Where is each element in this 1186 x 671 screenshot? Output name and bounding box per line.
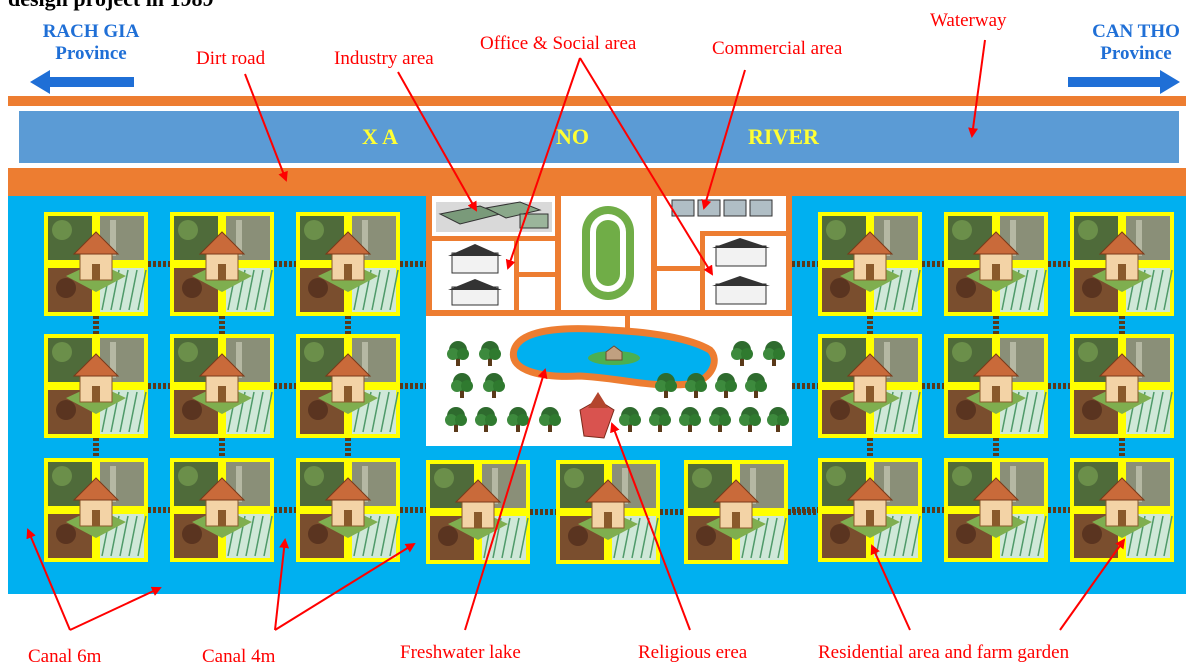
residential-plot (296, 212, 400, 316)
residential-plot (1070, 334, 1174, 438)
residential-plot (1070, 458, 1174, 562)
dirt-road (8, 168, 1186, 196)
residential-plot (556, 460, 660, 564)
residential-plot (170, 212, 274, 316)
residential-plot (296, 334, 400, 438)
freshwater-lake (509, 325, 718, 389)
annotation-arrows (26, 39, 1126, 631)
residential-plot (44, 458, 148, 562)
label-religious-area: Religious erea (638, 642, 748, 663)
office-buildings (448, 244, 502, 306)
residential-plot (44, 334, 148, 438)
label-freshwater-lake: Freshwater lake (400, 642, 521, 663)
headline: design project in 1989 (8, 0, 214, 12)
residential-plot (944, 458, 1048, 562)
label-office-social-area: Office & Social area (480, 33, 637, 54)
residential-plot (296, 458, 400, 562)
canal-bridges (93, 261, 1125, 515)
sports-field (582, 206, 634, 300)
residential-plot (170, 458, 274, 562)
label-waterway: Waterway (930, 10, 1007, 31)
residential-plot (684, 460, 788, 564)
industry-buildings (436, 201, 552, 232)
river-word-river: RIVER (748, 124, 819, 149)
label-commercial-area: Commercial area (712, 38, 843, 59)
left-province-line1: RACH GIA (42, 21, 140, 42)
religious-building (579, 392, 615, 439)
left-direction-arrow (30, 70, 134, 94)
residential-plot (1070, 212, 1174, 316)
right-province-line2: Province (1100, 43, 1172, 64)
label-dirt-road: Dirt road (196, 48, 266, 69)
right-province-label: CAN THO Province (1076, 21, 1186, 65)
river (17, 109, 1181, 165)
top-road (8, 96, 1186, 106)
residential-plot (426, 460, 530, 564)
residential-plot (944, 334, 1048, 438)
residential-plot (818, 458, 922, 562)
residential-plot (818, 334, 922, 438)
right-direction-arrow (1068, 70, 1180, 94)
residential-plots (44, 212, 1174, 564)
left-province-label: RACH GIA Province (36, 21, 146, 65)
residential-plot (170, 334, 274, 438)
label-canal-4m: Canal 4m (202, 646, 276, 667)
residential-plot (44, 212, 148, 316)
left-province-line2: Province (55, 43, 127, 64)
right-province-line1: CAN THO (1092, 21, 1180, 42)
label-canal-6m: Canal 6m (28, 646, 102, 667)
label-residential-area: Residential area and farm garden (818, 642, 1070, 663)
river-word-xa: X A (362, 124, 399, 149)
residential-plot (818, 212, 922, 316)
river-word-no: NO (556, 124, 589, 149)
label-industry-area: Industry area (334, 48, 434, 69)
residential-plot (944, 212, 1048, 316)
